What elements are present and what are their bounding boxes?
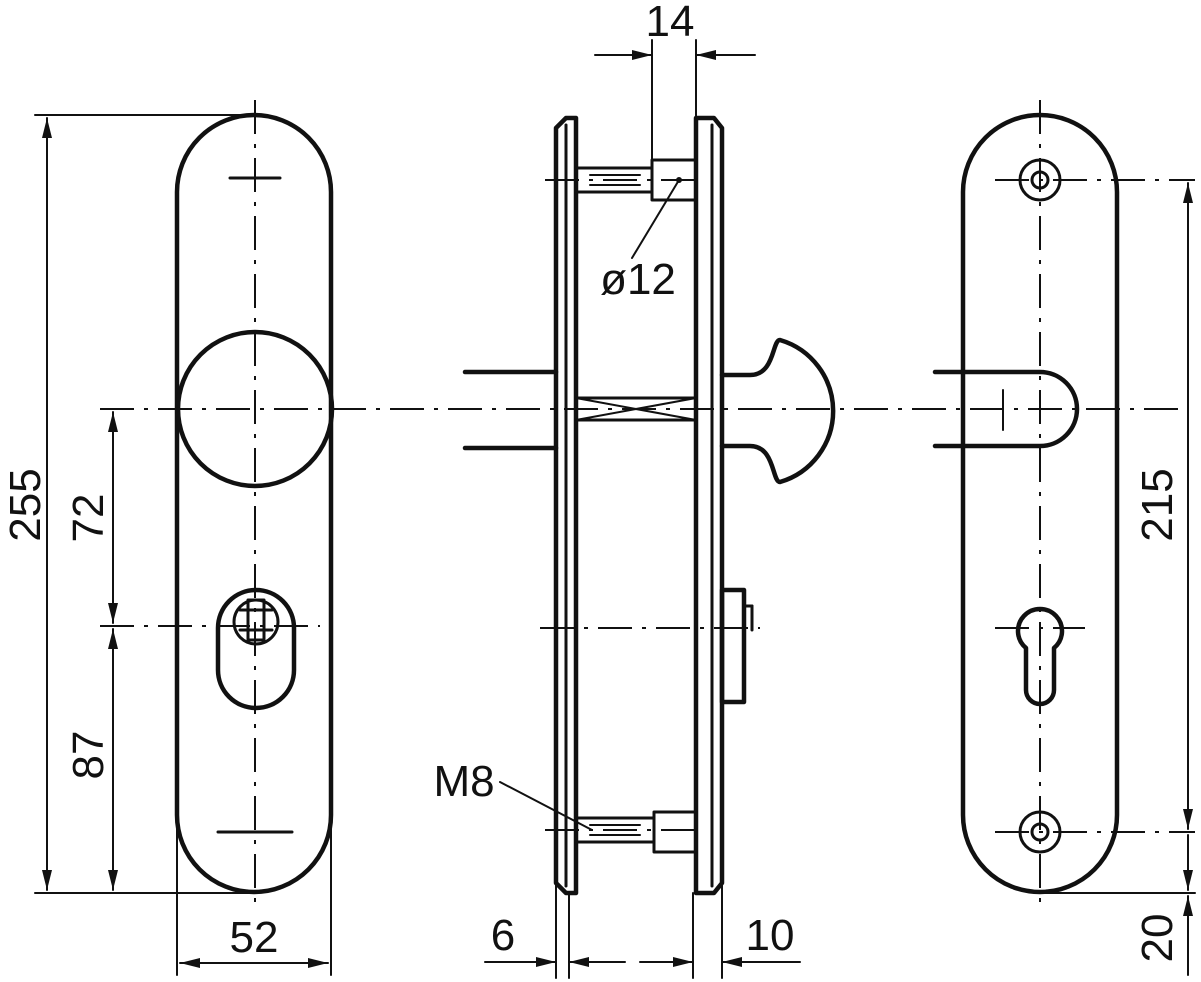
side-lower-screw: [574, 810, 698, 854]
side-outer-plate: [693, 115, 725, 896]
dim-255-label: 255: [1, 468, 50, 541]
rear-view: 215 20: [932, 100, 1196, 976]
side-spindle: [574, 396, 698, 422]
dim-215-label: 215: [1133, 468, 1182, 541]
dim-14-label: 14: [646, 0, 695, 46]
dim-72-label: 72: [64, 494, 113, 543]
side-knob: [719, 337, 836, 485]
rear-upper-hole: [995, 158, 1195, 202]
dim-52-label: 52: [230, 913, 279, 962]
front-cylinder: [100, 587, 320, 711]
dim-6-label: 6: [491, 911, 515, 960]
rear-plate-outline: [960, 112, 1120, 895]
front-view: 255 72 87 52: [1, 100, 1180, 976]
rear-lower-hole: [995, 810, 1195, 854]
side-lock-block: [719, 587, 747, 705]
side-handle-stub: [462, 369, 559, 451]
dim-dia12-label: ø12: [600, 255, 676, 304]
rear-key-hole: [1015, 606, 1065, 707]
dim-10-label: 10: [746, 911, 795, 960]
side-upper-screw: [574, 158, 698, 202]
side-view: 14 ø12 M8 6 10: [433, 0, 836, 979]
dim-m8-label: M8: [433, 757, 494, 806]
dim-20-label: 20: [1133, 914, 1182, 963]
dim-87-label: 87: [64, 731, 113, 780]
rear-spindle-slot: [932, 369, 1080, 449]
